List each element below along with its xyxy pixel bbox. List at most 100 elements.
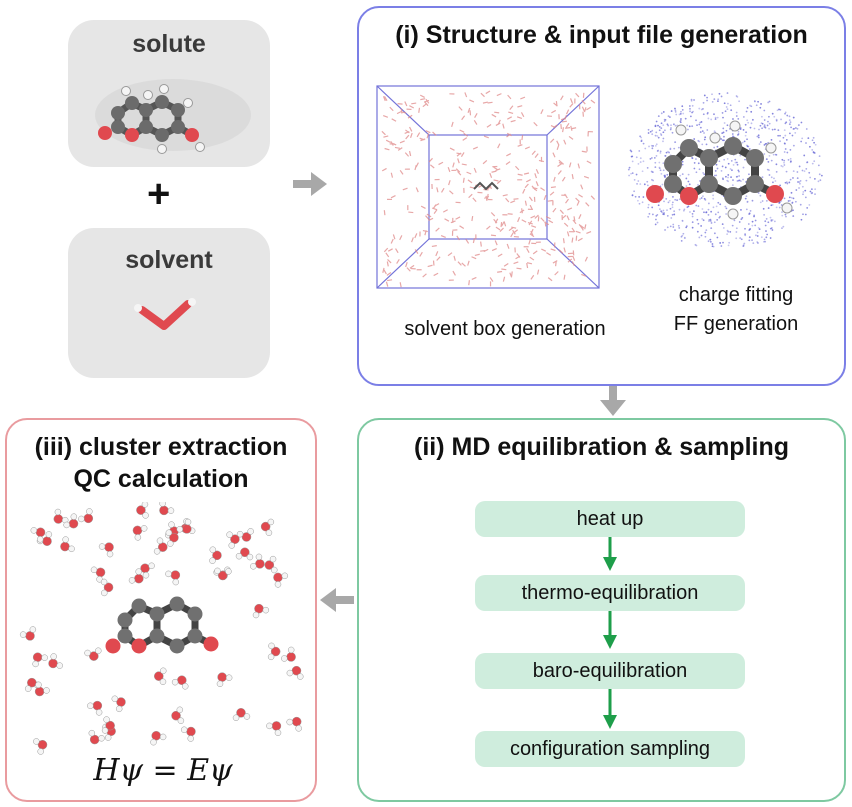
solvent-water-stick	[560, 95, 564, 101]
esp-surface-dot	[642, 160, 645, 163]
esp-surface-dot	[736, 180, 739, 182]
solvent-water-stick	[534, 214, 539, 219]
solvent-water-stick	[510, 200, 516, 204]
esp-surface-dot	[800, 140, 803, 143]
esp-surface-dot	[658, 125, 661, 128]
solvent-water-stick	[581, 99, 586, 105]
esp-surface-dot	[789, 199, 791, 202]
esp-surface-dot	[656, 150, 659, 152]
esp-surface-dot	[685, 177, 688, 180]
esp-surface-dot	[682, 209, 685, 212]
esp-surface-dot	[654, 134, 657, 137]
solvent-water-stick	[490, 212, 496, 217]
esp-surface-dot	[763, 153, 766, 155]
esp-surface-dot	[659, 152, 662, 154]
esp-surface-dot	[811, 192, 814, 194]
esp-surface-dot	[742, 245, 745, 248]
esp-surface-dot	[660, 210, 663, 213]
solvent-water-stick	[448, 180, 451, 186]
esp-surface-dot	[714, 170, 717, 172]
esp-surface-dot	[704, 136, 707, 139]
esp-surface-dot	[794, 127, 797, 129]
solvent-water-stick	[575, 197, 580, 202]
solvent-water-stick	[531, 185, 536, 191]
esp-surface-dot	[664, 229, 666, 231]
solvent-water-stick	[485, 195, 488, 201]
esp-surface-dot	[794, 200, 797, 203]
solvent-water-stick	[558, 162, 564, 165]
cluster-water-molecule	[250, 553, 265, 570]
arrow-stage-i-to-ii	[600, 386, 626, 416]
solvent-water-stick	[528, 220, 533, 226]
esp-surface-dot	[763, 109, 766, 112]
cluster-water-molecule	[226, 531, 240, 549]
solvent-water-stick	[455, 216, 461, 220]
esp-surface-dot	[783, 164, 786, 166]
esp-surface-dot	[703, 132, 705, 134]
solvent-label: solvent	[125, 246, 213, 274]
esp-surface-dot	[744, 234, 747, 237]
esp-surface-dot	[683, 237, 686, 240]
esp-surface-dot	[687, 180, 690, 183]
esp-surface-dot	[745, 195, 748, 198]
esp-surface-dot	[727, 180, 730, 183]
esp-surface-dot	[792, 144, 795, 147]
esp-surface-dot	[633, 190, 636, 193]
solvent-water-stick	[552, 207, 557, 213]
esp-surface-dot	[764, 220, 767, 223]
solvent-water-stick	[513, 261, 519, 265]
solvent-water-stick	[543, 194, 547, 201]
esp-surface-dot	[662, 209, 665, 212]
cluster-water-molecule	[252, 603, 270, 619]
cluster-water-molecule	[100, 578, 114, 597]
solvent-water-stick	[529, 256, 535, 261]
esp-surface-dot	[629, 149, 632, 152]
esp-surface-dot	[658, 129, 661, 132]
esp-surface-dot	[768, 100, 771, 103]
esp-surface-dot	[783, 159, 786, 162]
solvent-water-stick	[534, 153, 539, 158]
esp-surface-dot	[753, 215, 755, 217]
solvent-water-stick	[590, 195, 596, 200]
solvent-water-stick	[396, 258, 400, 264]
esp-surface-dot	[783, 151, 786, 153]
solvent-water-stick	[517, 173, 523, 176]
esp-surface-dot	[662, 124, 665, 127]
solvent-water-stick	[419, 137, 425, 141]
solvent-water-stick	[408, 150, 412, 157]
esp-surface-dot	[757, 134, 760, 137]
solvent-water-stick	[444, 218, 450, 222]
esp-surface-dot	[727, 176, 729, 179]
esp-surface-dot	[628, 174, 630, 177]
esp-surface-dot	[683, 208, 686, 211]
cluster-water-molecule	[128, 568, 144, 584]
esp-surface-dot	[788, 119, 791, 122]
esp-surface-dot	[717, 211, 720, 214]
esp-surface-dot	[765, 199, 768, 202]
esp-surface-dot	[736, 96, 739, 98]
solvent-water-stick	[510, 271, 513, 277]
esp-surface-dot	[667, 115, 670, 118]
cluster-water-molecule	[281, 646, 296, 662]
esp-surface-dot	[658, 166, 661, 169]
esp-surface-dot	[778, 202, 781, 204]
esp-surface-dot	[700, 234, 703, 237]
solvent-water-stick	[497, 143, 501, 149]
esp-surface-dot	[805, 179, 808, 182]
esp-surface-dot	[769, 216, 772, 219]
esp-surface-dot	[726, 233, 729, 236]
cluster-water-molecule	[48, 653, 63, 669]
solvent-water-stick	[487, 101, 493, 104]
esp-surface-dot	[679, 112, 682, 115]
esp-surface-dot	[688, 183, 691, 186]
cluster-water-molecule	[53, 508, 69, 524]
esp-surface-dot	[750, 110, 753, 113]
solvent-water-stick	[471, 256, 477, 260]
esp-surface-dot	[720, 245, 723, 247]
solvent-water-stick	[521, 219, 527, 223]
solvent-water-stick	[563, 274, 566, 280]
esp-surface-dot	[802, 191, 805, 193]
esp-surface-dot	[761, 200, 764, 202]
esp-surface-dot	[639, 157, 642, 160]
esp-surface-dot	[631, 194, 634, 196]
